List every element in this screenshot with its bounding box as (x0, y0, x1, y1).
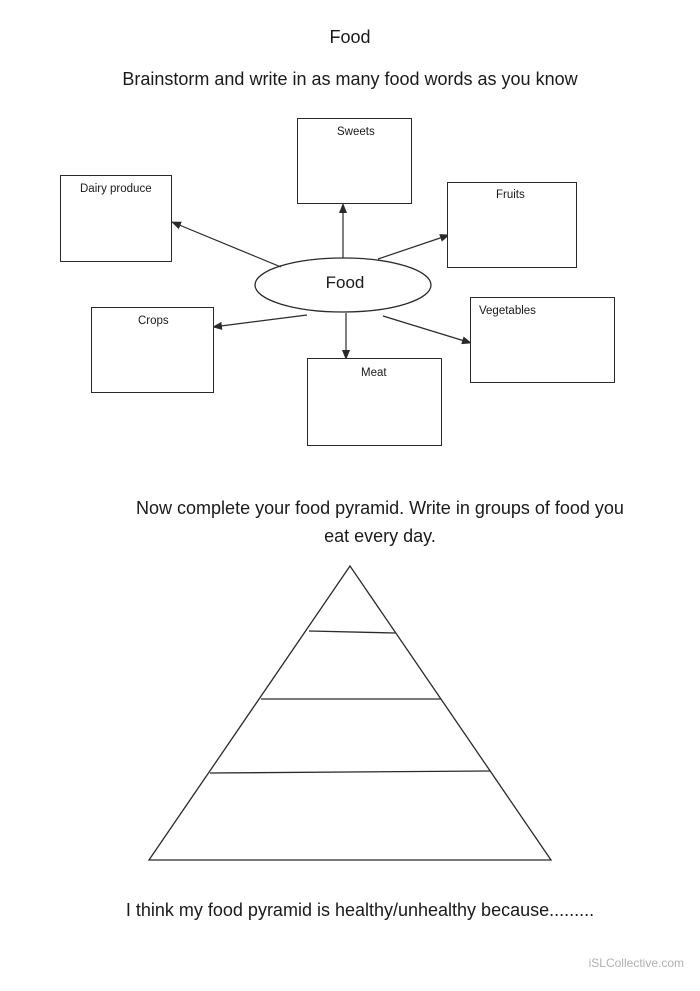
food-pyramid (147, 564, 553, 861)
meat-label: Meat (361, 367, 387, 379)
arrow-to-dairy (171, 221, 282, 268)
fruits-label: Fruits (496, 189, 525, 201)
crops-label: Crops (138, 315, 169, 327)
arrow-to-crops (212, 314, 308, 330)
brainstorm-instruction: Brainstorm and write in as many food wor… (122, 69, 578, 89)
sweets-label: Sweets (337, 126, 375, 138)
pyramid-outline (147, 564, 553, 861)
pyramid-level-divider (209, 770, 491, 774)
vegetables-box[interactable] (470, 297, 615, 383)
vegetables-label: Vegetables (479, 305, 536, 317)
dairy-produce-label: Dairy produce (80, 183, 152, 195)
pyramid-level-divider (308, 630, 396, 634)
arrow-to-fruits (377, 234, 450, 260)
worksheet-title: Food (329, 27, 371, 47)
arrow-to-vegetables (382, 315, 472, 345)
conclusion-sentence: I think my food pyramid is healthy/unhea… (125, 900, 595, 920)
watermark: iSLCollective.com (588, 956, 684, 970)
pyramid-instruction-line1: Now complete your food pyramid. Write in… (136, 498, 624, 518)
sweets-box[interactable] (297, 118, 412, 204)
fruits-box[interactable] (447, 182, 577, 268)
dairy-produce-box[interactable] (60, 175, 172, 262)
pyramid-instruction: Now complete your food pyramid. Write in… (60, 494, 700, 550)
pyramid-instruction-line2: eat every day. (324, 526, 436, 546)
center-node-label: Food (325, 273, 365, 292)
meat-box[interactable] (307, 358, 442, 446)
crops-box[interactable] (91, 307, 214, 393)
